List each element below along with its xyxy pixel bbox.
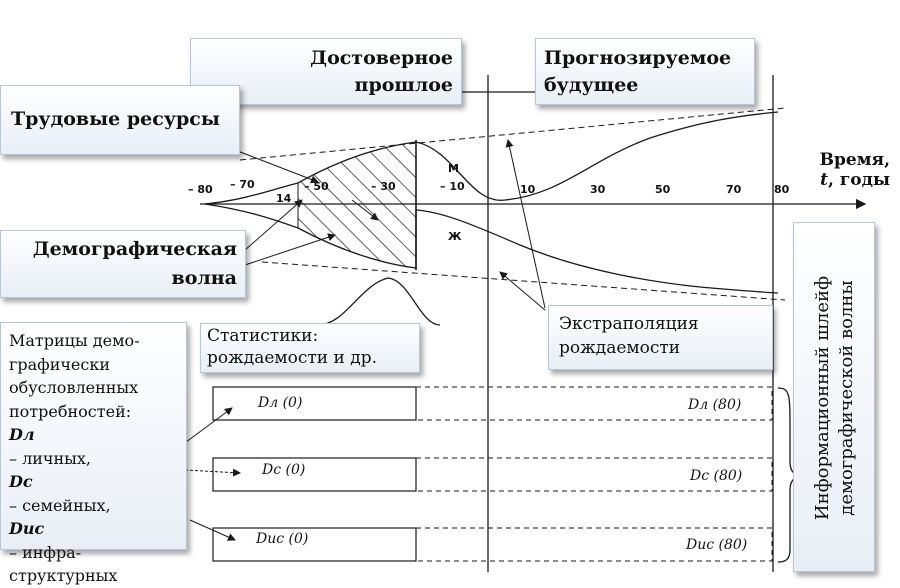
- matrix-arrow-1: [177, 407, 233, 449]
- extrapolation-box: Экстраполяция рождаемости: [548, 305, 773, 370]
- future-line1: Прогнозируемое: [544, 47, 732, 69]
- tick-30: 30: [590, 183, 606, 196]
- past-line1: Достоверное: [310, 47, 453, 69]
- matrix-row-2-solid: [212, 457, 417, 492]
- tick-minus-70: – 70: [230, 178, 255, 191]
- statistics-line1: Статистики:: [207, 326, 319, 346]
- time-unit: , годы: [828, 170, 890, 190]
- tick-minus-30: – 30: [371, 180, 396, 193]
- time-var: t: [820, 170, 829, 190]
- matrix-sym-dc: Dс: [9, 472, 33, 491]
- matrix-dis80: Dис (80): [686, 537, 748, 553]
- past-line2: прошлое: [354, 74, 453, 96]
- matrix-row-3-dashed: [415, 527, 773, 562]
- matrices-tail: структурных: [9, 566, 118, 585]
- info-tail-line1: Информационный шлейф: [812, 275, 833, 521]
- matrices-line2: графически: [9, 354, 111, 374]
- arrow-labor: [234, 149, 319, 184]
- tick-70: 70: [726, 183, 742, 196]
- matrix-dc80: Dс (80): [690, 468, 743, 484]
- wave-box: Демографическая волна: [0, 230, 246, 298]
- wave-line2: волна: [171, 267, 238, 289]
- matrices-line3: обусловленных: [9, 378, 139, 397]
- lower-trend-line: [261, 261, 786, 301]
- female-curve: [204, 203, 779, 294]
- tick-10: 10: [520, 183, 536, 196]
- tick-minus-10: – 10: [440, 180, 465, 193]
- male-curve: [204, 111, 779, 205]
- tick-14: 14: [276, 192, 292, 205]
- info-tail-box: Информационный шлейф демографической вол…: [793, 222, 875, 572]
- matrices-box: Матрицы демо- графически обусловленных п…: [0, 322, 187, 585]
- matrix-dl0: Dл (0): [258, 395, 303, 411]
- label-f: Ж: [448, 230, 462, 243]
- matrix-text-dc: – семейных,: [9, 495, 111, 515]
- label-m: М: [448, 162, 459, 175]
- matrix-row-1-solid: [212, 386, 417, 421]
- tick-minus-50: – 50: [304, 180, 329, 193]
- matrix-text-dl: – личных,: [9, 448, 91, 468]
- future-line2: будущее: [544, 74, 639, 96]
- hatched-region: [298, 142, 416, 268]
- matrix-dc0: Dс (0): [262, 462, 306, 478]
- extrapolation-line1: Экстраполяция: [559, 314, 699, 334]
- info-tail-line2: демографической волны: [836, 280, 857, 516]
- statistics-line2: рождаемости и др.: [207, 348, 378, 368]
- matrices-line1: Матрицы демо-: [9, 331, 140, 350]
- matrix-arrow-3: [189, 519, 236, 541]
- matrix-row-3-solid: [212, 527, 417, 562]
- matrix-dis0: Dис (0): [256, 531, 309, 547]
- matrix-sym-dl: Dл: [9, 425, 35, 444]
- matrix-row-2-dashed: [415, 457, 773, 492]
- upper-trend-line: [239, 107, 786, 161]
- matrix-dl80: Dл (80): [688, 397, 742, 413]
- tick-50: 50: [655, 183, 671, 196]
- arrow-wave-1: [244, 199, 303, 251]
- matrices-line4: потребностей:: [9, 401, 132, 421]
- tick-80: 80: [774, 183, 790, 196]
- tick-minus-80: – 80: [188, 183, 213, 196]
- matrix-arrow-2: [184, 468, 241, 477]
- matrix-row-1-dashed: [415, 386, 773, 421]
- arrow-wave-2: [244, 233, 336, 266]
- time-label: Время,: [819, 150, 890, 170]
- labor-box: Трудовые ресурсы: [0, 85, 240, 155]
- statistics-box: Статистики: рождаемости и др.: [200, 323, 420, 373]
- arrow-extrap-1: [505, 139, 546, 309]
- birth-rate-curve: [317, 277, 441, 326]
- labor-text: Трудовые ресурсы: [11, 108, 220, 130]
- arrow-extrap-2: [499, 271, 546, 311]
- matrix-sym-dis: Dис: [9, 519, 45, 538]
- arrow-hatch: [351, 199, 379, 221]
- wave-line1: Демографическая: [32, 238, 237, 260]
- extrapolation-line2: рождаемости: [559, 338, 681, 358]
- matrix-text-dis: – инфра-: [9, 542, 82, 562]
- future-box: Прогнозируемое будущее: [535, 38, 755, 105]
- time-axis-title: Время, t, годы: [790, 150, 890, 190]
